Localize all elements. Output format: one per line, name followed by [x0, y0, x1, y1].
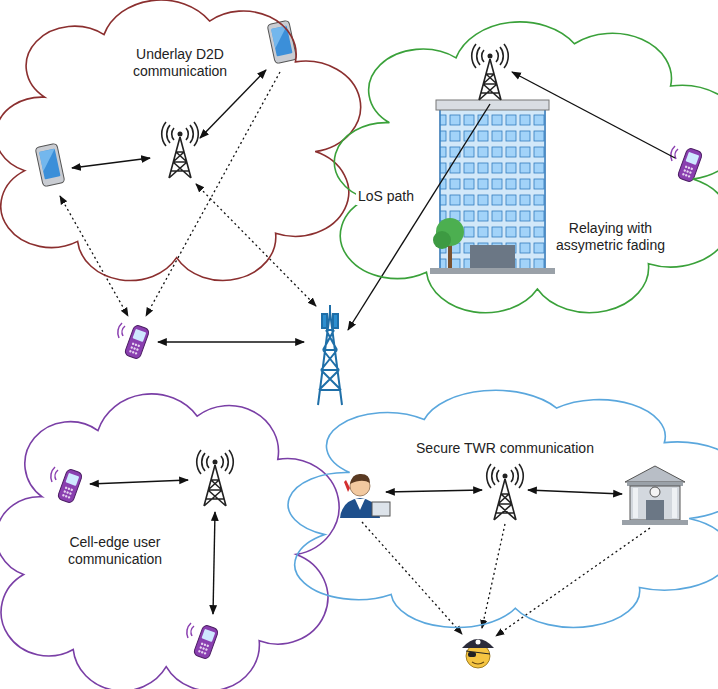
base-station [318, 305, 342, 405]
phone-icon [35, 143, 65, 187]
cloud-region: Underlay D2D communication [5, 2, 335, 274]
link-arrows [72, 70, 266, 168]
region-title: Secure TWR communication [400, 440, 610, 457]
cloud-region: Cell-edge user communication [5, 396, 315, 684]
cloud-outline [345, 24, 715, 306]
interference-arrows [60, 72, 316, 316]
link-arrow [158, 341, 304, 342]
tower-icon [162, 122, 199, 178]
path-label: LoS path [356, 188, 416, 205]
region-title: Cell-edge user communication [45, 534, 185, 568]
person-icon [340, 474, 390, 518]
cloud-region: Secure TWR communication [300, 392, 714, 622]
tower-icon [487, 464, 524, 520]
tower-icon [472, 44, 509, 100]
cloud-region: Relaying with assymetric fading [345, 24, 715, 306]
cloud-outline [300, 392, 714, 622]
bank-icon [622, 466, 688, 525]
phone-icon [267, 20, 297, 64]
link-arrow [512, 72, 675, 158]
phone-icon [671, 146, 703, 183]
phone-icon [118, 323, 150, 360]
region-title: Relaying with assymetric fading [548, 220, 673, 254]
region-title: Underlay D2D communication [105, 46, 255, 80]
eavesdrop-arrows [362, 522, 650, 636]
link-arrows [386, 490, 622, 494]
phone-icon [51, 467, 83, 504]
los-line [348, 104, 490, 330]
eavesdropper-icon [462, 639, 494, 668]
tower-icon [197, 450, 234, 506]
phone-icon [187, 623, 219, 660]
cloud-outline [5, 2, 335, 274]
building-icon [430, 100, 555, 274]
